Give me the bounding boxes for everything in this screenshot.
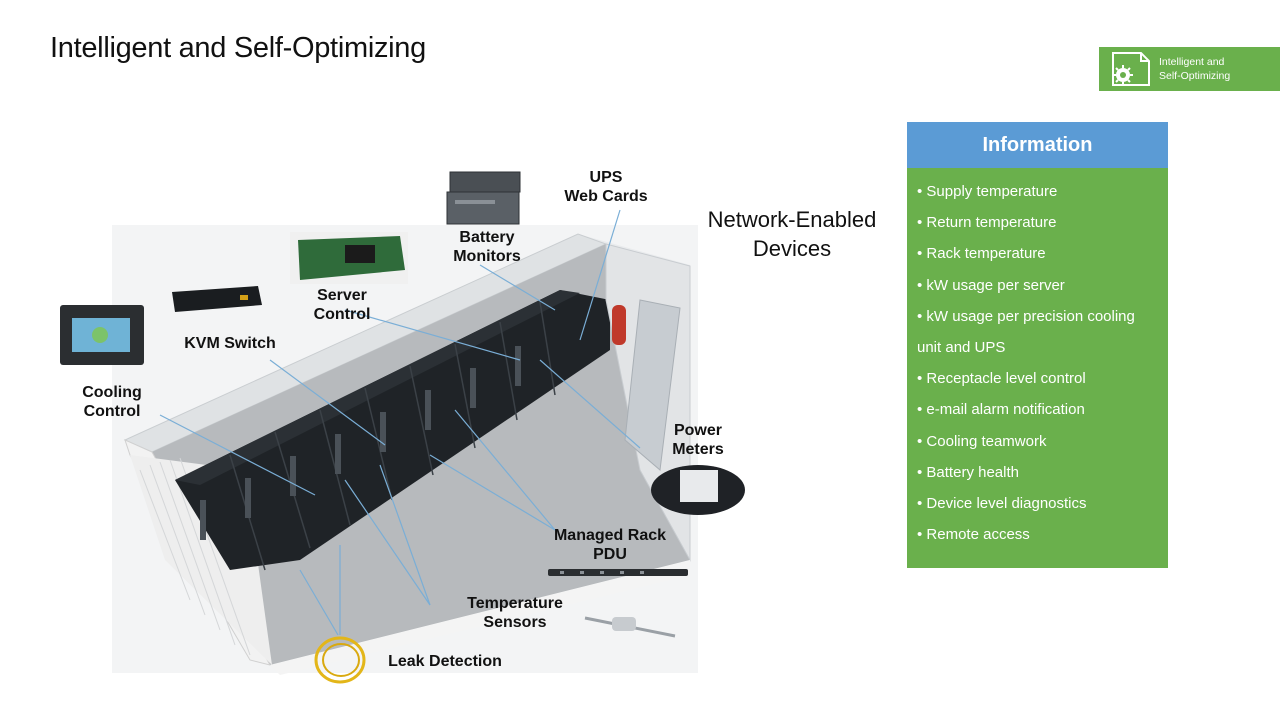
label-ups-line-1: UPS — [589, 169, 623, 186]
label-server-line-2: Control — [313, 306, 371, 323]
server-control-card — [290, 232, 408, 284]
label-cooling-line-2: Control — [83, 403, 141, 420]
slide-title: Intelligent and Self-Optimizing — [50, 32, 426, 64]
section-badge: Intelligent and Self-Optimizing — [1099, 47, 1280, 91]
label-cooling-line-1: Cooling — [82, 384, 142, 401]
temperature-sensor-device — [584, 616, 676, 638]
label-ups-line-2: Web Cards — [564, 188, 648, 205]
label-kvm-line-1: KVM Switch — [184, 335, 276, 352]
network-devices-heading: Network-Enabled Devices — [692, 205, 892, 263]
label-managed-rack-pdu: Managed Rack PDU — [548, 526, 672, 564]
label-pdu-line-2: PDU — [593, 546, 627, 563]
label-temperature-sensors: Temperature Sensors — [458, 594, 572, 632]
power-meter-device — [651, 465, 745, 515]
label-temp-line-2: Sensors — [483, 614, 547, 631]
badge-line-2: Self-Optimizing — [1159, 70, 1231, 82]
info-item: e-mail alarm notification — [917, 394, 1158, 425]
info-item: Rack temperature — [917, 238, 1158, 269]
info-item: Receptacle level control — [917, 363, 1158, 394]
info-item: kW usage per server — [917, 270, 1158, 301]
label-pdu-line-1: Managed Rack — [553, 527, 667, 544]
label-server-control: Server Control — [300, 286, 384, 324]
label-power-line-1: Power — [673, 422, 722, 439]
info-item: Supply temperature — [917, 176, 1158, 207]
label-temp-line-1: Temperature — [467, 595, 563, 612]
callout-lines — [159, 209, 641, 636]
document-gear-icon — [1112, 52, 1150, 86]
label-power-line-2: Meters — [672, 441, 724, 458]
info-item: Remote access — [917, 519, 1158, 550]
heading-line-2: Devices — [752, 236, 832, 261]
label-server-line-1: Server — [317, 287, 367, 304]
information-list: Supply temperature Return temperature Ra… — [907, 168, 1168, 550]
info-item: kW usage per precision cooling unit and … — [917, 301, 1158, 363]
battery-monitor-device — [446, 171, 521, 225]
info-item: Return temperature — [917, 207, 1158, 238]
label-kvm-switch: KVM Switch — [176, 334, 284, 353]
info-item: Battery health — [917, 457, 1158, 488]
label-cooling-control: Cooling Control — [70, 383, 154, 421]
info-item: Cooling teamwork — [917, 426, 1158, 457]
label-battery-monitors: Battery Monitors — [442, 228, 532, 266]
fire-extinguisher — [612, 305, 626, 345]
information-header: Information — [907, 122, 1168, 168]
cooling-control-display — [60, 305, 144, 365]
container-door — [624, 299, 681, 471]
kvm-switch-device — [172, 286, 262, 312]
label-ups-web-cards: UPS Web Cards — [560, 168, 652, 206]
label-battery-line-1: Battery — [459, 229, 515, 246]
badge-line-1: Intelligent and — [1159, 56, 1225, 68]
label-power-meters: Power Meters — [658, 421, 738, 459]
information-panel: Information Supply temperature Return te… — [907, 122, 1168, 568]
leak-detection-cable — [314, 636, 366, 684]
label-leak-detection: Leak Detection — [382, 652, 508, 671]
label-leak-line-1: Leak Detection — [388, 653, 502, 670]
rack-pdu-device — [548, 569, 688, 576]
label-battery-line-2: Monitors — [453, 248, 521, 265]
info-item: Device level diagnostics — [917, 488, 1158, 519]
data-center-illustration — [60, 171, 745, 684]
rack-row — [175, 290, 610, 570]
heading-line-1: Network-Enabled — [707, 207, 877, 232]
